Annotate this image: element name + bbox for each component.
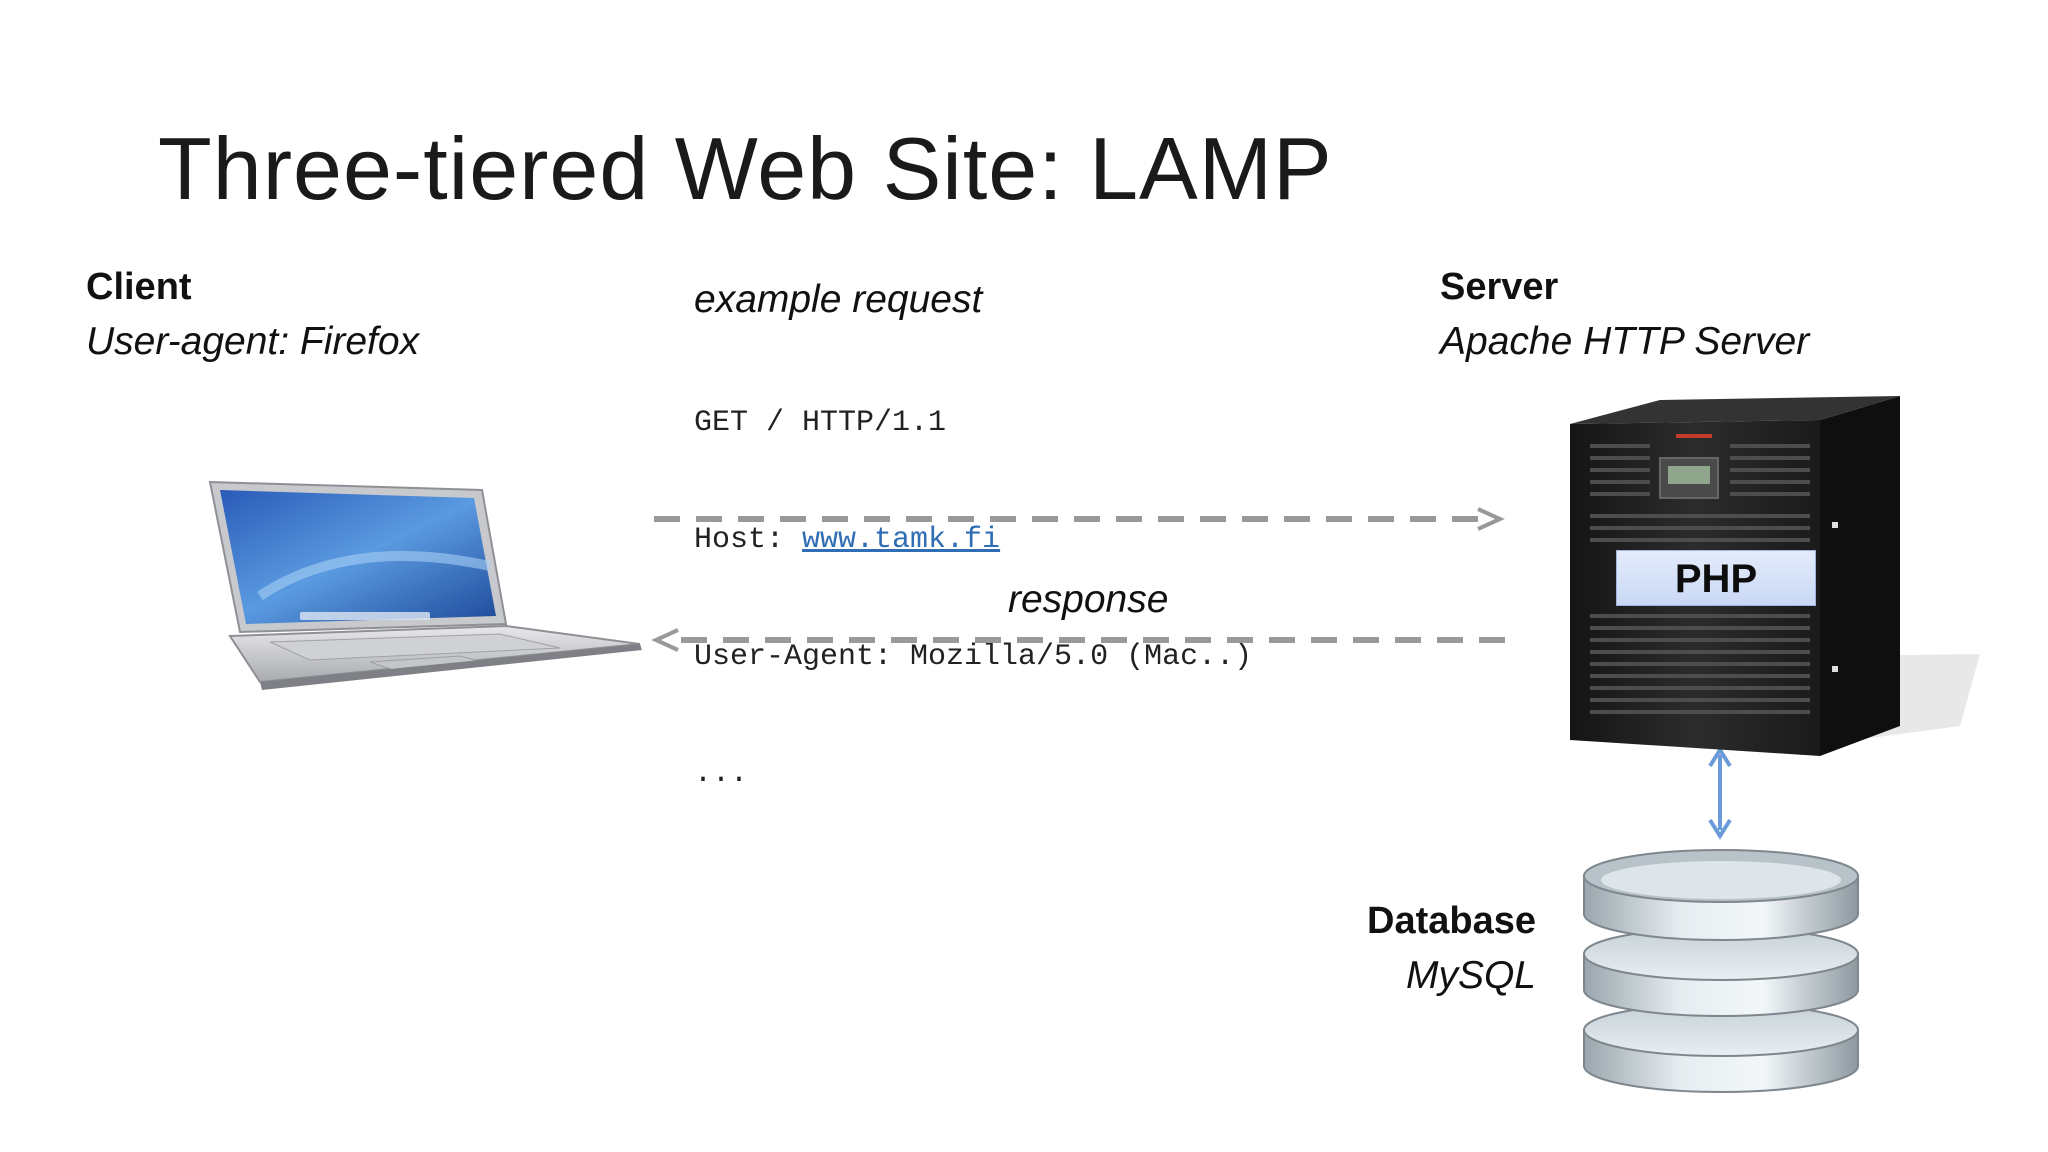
php-module-badge: PHP xyxy=(1616,550,1816,606)
server-heading: Server xyxy=(1440,266,1559,308)
request-host-line: Host: www.tamk.fi xyxy=(694,521,1252,560)
request-ellipsis: ... xyxy=(694,757,749,791)
server-subtitle: Apache HTTP Server xyxy=(1440,320,1810,363)
slide-title: Three-tiered Web Site: LAMP xyxy=(158,119,1333,218)
request-host-prefix: Host: xyxy=(694,523,803,557)
request-user-agent-line: User-Agent: Mozilla/5.0 (Mac..) xyxy=(694,640,1253,674)
database-subtitle: MySQL xyxy=(1405,954,1536,997)
response-arrow xyxy=(651,628,1505,652)
client-subtitle: User-agent: Firefox xyxy=(86,320,420,363)
response-label: response xyxy=(1008,578,1169,621)
request-line: GET / HTTP/1.1 xyxy=(694,406,947,440)
database-disk xyxy=(1583,927,1859,1017)
server-database-arrow xyxy=(1708,746,1732,840)
request-arrow xyxy=(654,507,1505,531)
laptop-icon xyxy=(208,480,642,690)
database-heading: Database xyxy=(1367,900,1536,942)
database-stack-icon xyxy=(1583,849,1859,1093)
host-link[interactable]: www.tamk.fi xyxy=(802,523,1001,557)
client-heading: Client xyxy=(86,266,192,308)
request-heading: example request xyxy=(694,278,983,321)
database-disk xyxy=(1583,849,1859,941)
database-disk xyxy=(1583,1003,1859,1093)
request-code-block: GET / HTTP/1.1 Host: www.tamk.fi User-Ag… xyxy=(694,326,1252,872)
